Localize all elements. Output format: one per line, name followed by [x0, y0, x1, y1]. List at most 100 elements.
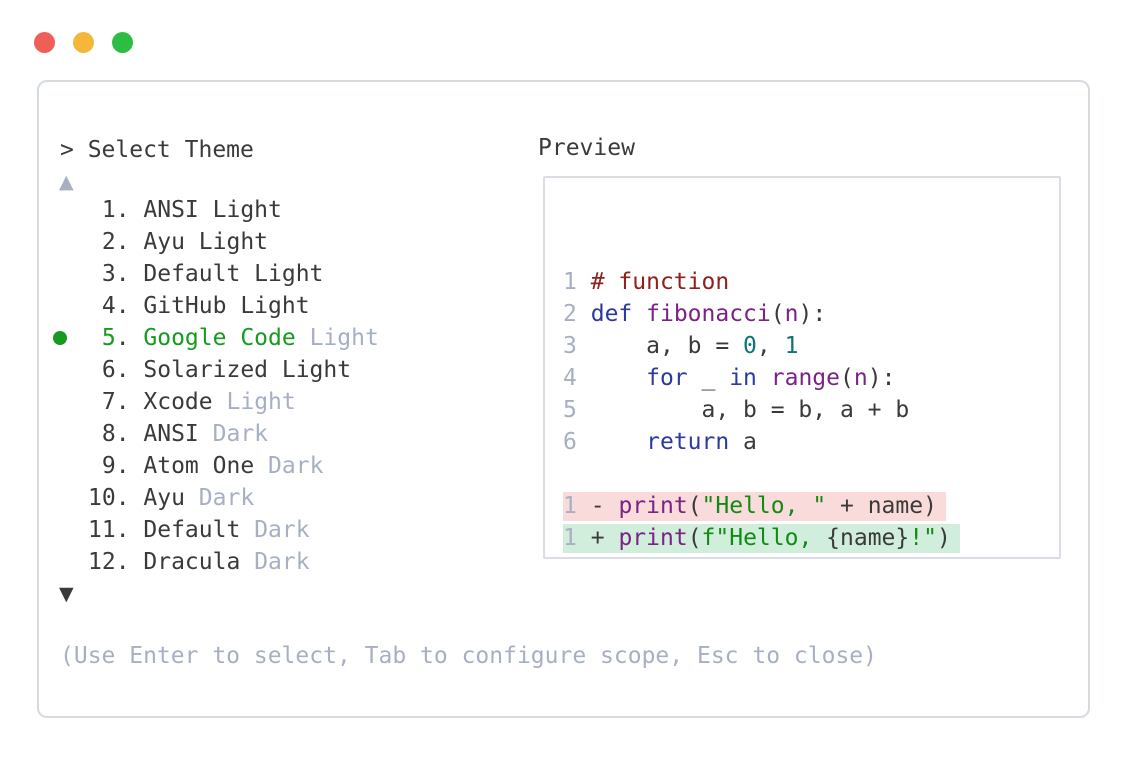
theme-list-item-10[interactable]: 10. Ayu Dark [88, 482, 379, 514]
theme-item-name: Default [143, 517, 241, 543]
theme-item-number: 5 [101, 325, 116, 351]
theme-list-item-11[interactable]: 11. Default Dark [88, 514, 379, 546]
theme-item-number: 4 [101, 293, 116, 319]
code-token-typ: print [618, 525, 688, 551]
theme-item-variant: Dark [254, 517, 310, 543]
code-token-pun: ( [687, 525, 702, 551]
theme-item-variant: Dark [212, 421, 269, 447]
code-line: 6 return a [563, 426, 1059, 458]
code-token-pln [591, 429, 646, 455]
code-blank-line [563, 458, 1059, 490]
theme-list-item-5[interactable]: 5. Google Code Light [53, 322, 379, 354]
code-token-pln: _ [687, 365, 730, 391]
code-token-pln: + name [826, 493, 924, 519]
code-token-pun: ) [936, 525, 951, 551]
theme-item-name: GitHub Light [143, 293, 310, 319]
code-line: 4 for _ in range(n): [563, 362, 1059, 394]
close-window-button[interactable] [34, 32, 55, 53]
minimize-window-button[interactable] [73, 32, 94, 53]
theme-list-item-7[interactable]: 7. Xcode Light [88, 386, 379, 418]
theme-item-variant: Dark [254, 549, 310, 575]
code-token-pln: a, b = [590, 333, 744, 359]
code-token-kw: in [729, 365, 757, 391]
line-number: 6 [563, 429, 577, 455]
diff-line-highlight: 1 + print(f"Hello, {name}!") [563, 524, 960, 553]
theme-item-number: 8 [101, 421, 116, 447]
theme-item-number: 1 [101, 197, 116, 223]
theme-item-number: 3 [101, 261, 116, 287]
theme-item-number: 12 [88, 549, 116, 575]
code-token-pln: a, b = b, a + b [590, 397, 910, 423]
code-token-pun: ) [923, 493, 937, 519]
code-token-pun: ): [798, 301, 827, 327]
code-token-kw: for [646, 365, 688, 391]
code-token-kw: return [646, 429, 730, 455]
line-number: 5 [563, 397, 577, 423]
theme-item-number: 11 [88, 517, 116, 543]
line-number: 4 [563, 365, 577, 391]
code-line: 5 a, b = b, a + b [563, 394, 1059, 426]
keyboard-hint: (Use Enter to select, Tab to configure s… [60, 643, 877, 669]
code-token-pln: {name} [826, 525, 910, 551]
code-token-pun: ( [840, 365, 854, 391]
theme-item-variant: Dark [198, 485, 255, 511]
code-line: 2 def fibonacci(n): [563, 298, 1059, 330]
diff-plus-sign: + [590, 525, 605, 551]
code-token-typ: n [784, 301, 799, 327]
theme-item-name: Ayu Light [143, 229, 269, 255]
theme-item-name: Atom One [143, 453, 255, 479]
code-token-com: # function [590, 269, 730, 295]
theme-item-variant: Dark [268, 453, 324, 479]
diff-removed-line: 1 - print("Hello, " + name) [563, 490, 1059, 522]
select-theme-prompt: > Select Theme [60, 137, 254, 163]
code-token-str: !" [909, 525, 937, 551]
code-token-pln [757, 365, 771, 391]
theme-list-item-4[interactable]: 4. GitHub Light [88, 290, 379, 322]
theme-list-item-2[interactable]: 2. Ayu Light [88, 226, 379, 258]
theme-item-number: 7 [101, 389, 116, 415]
theme-list-item-9[interactable]: 9. Atom One Dark [88, 450, 379, 482]
theme-list-item-12[interactable]: 12. Dracula Dark [88, 546, 379, 578]
code-line: 3 a, b = 0, 1 [563, 330, 1059, 362]
preview-title: Preview [538, 135, 635, 161]
line-number: 1 [563, 269, 577, 295]
theme-item-name: ANSI [143, 421, 199, 447]
theme-item-number: 9 [101, 453, 116, 479]
diff-minus-sign: - [590, 493, 605, 519]
theme-list-item-1[interactable]: 1. ANSI Light [88, 194, 379, 226]
code-line: 1 # function [563, 266, 1059, 298]
line-number: 3 [563, 333, 577, 359]
selected-theme-bullet-icon [53, 331, 67, 345]
code-token-lit: 1 [784, 333, 799, 359]
theme-item-name: Solarized Light [143, 357, 352, 383]
zoom-window-button[interactable] [112, 32, 133, 53]
theme-item-name: Dracula [143, 549, 241, 575]
theme-list-item-8[interactable]: 8. ANSI Dark [88, 418, 379, 450]
theme-item-name: Ayu [143, 485, 185, 511]
diff-added-line: 1 + print(f"Hello, {name}!") [563, 522, 1059, 554]
code-token-typ: n [853, 365, 868, 391]
code-token-pun: ): [867, 365, 896, 391]
line-number: 1 [563, 493, 577, 519]
code-token-pun: ( [687, 493, 702, 519]
code-token-typ: fibonacci [646, 301, 771, 327]
theme-list-item-3[interactable]: 3. Default Light [88, 258, 379, 290]
theme-item-number: 10 [88, 485, 116, 511]
theme-item-variant: Light [226, 389, 296, 415]
code-token-typ: print [618, 493, 688, 519]
diff-line-highlight: 1 - print("Hello, " + name) [563, 492, 946, 521]
code-token-pln: , [756, 333, 785, 359]
line-number: 1 [563, 525, 577, 551]
line-number: 2 [563, 301, 577, 327]
theme-item-number: 2 [101, 229, 116, 255]
code-token-typ: range [770, 365, 841, 391]
scroll-down-indicator[interactable]: ▼ [59, 583, 74, 605]
scroll-up-indicator[interactable]: ▲ [59, 171, 74, 193]
theme-item-name: Xcode [143, 389, 213, 415]
code-token-str: f"Hello, [701, 525, 827, 551]
theme-list-item-6[interactable]: 6. Solarized Light [88, 354, 379, 386]
